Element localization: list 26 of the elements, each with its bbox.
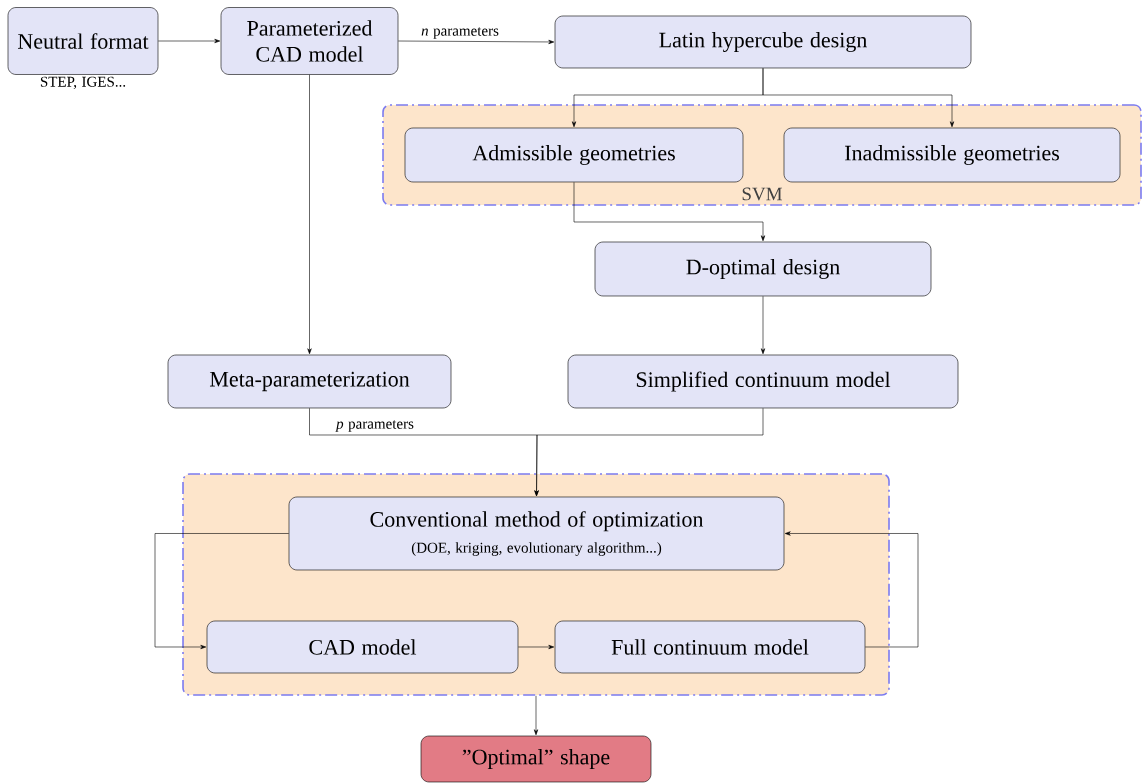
- arrow: [154, 533, 289, 650]
- arrow: [158, 38, 221, 44]
- process-box: Neutral format: [7, 7, 159, 75]
- process-box: Admissible geometries: [404, 127, 744, 183]
- process-box: Simplified continuum model: [567, 354, 959, 409]
- arrow: [784, 531, 919, 648]
- process-box: Parameterized CAD model: [220, 7, 399, 75]
- process-box: Latin hypercube design: [554, 15, 972, 69]
- process-box: Full continuum model: [554, 620, 866, 674]
- arrow: [573, 182, 766, 242]
- process-box: Conventional method of optimization (DOE, kriging, evolutionary algorithm...): [288, 496, 785, 571]
- arrow: [762, 68, 955, 128]
- arrow: [518, 644, 555, 650]
- edge-label: p parameters: [335, 420, 414, 432]
- edge-label: n parameters: [421, 27, 499, 39]
- process-box: Meta-parameterization: [167, 354, 452, 409]
- arrow: [307, 74, 312, 355]
- arrow: [534, 408, 764, 497]
- arrow: [760, 296, 766, 355]
- process-box: Inadmissible geometries: [783, 127, 1121, 183]
- process-box: D-optimal design: [594, 241, 932, 297]
- process-box: CAD model: [206, 620, 519, 674]
- arrow: [398, 39, 555, 45]
- node-label: STEP, IGES...: [40, 76, 126, 89]
- result-box: ”Optimal” shape: [420, 735, 652, 783]
- arrow: [533, 695, 539, 736]
